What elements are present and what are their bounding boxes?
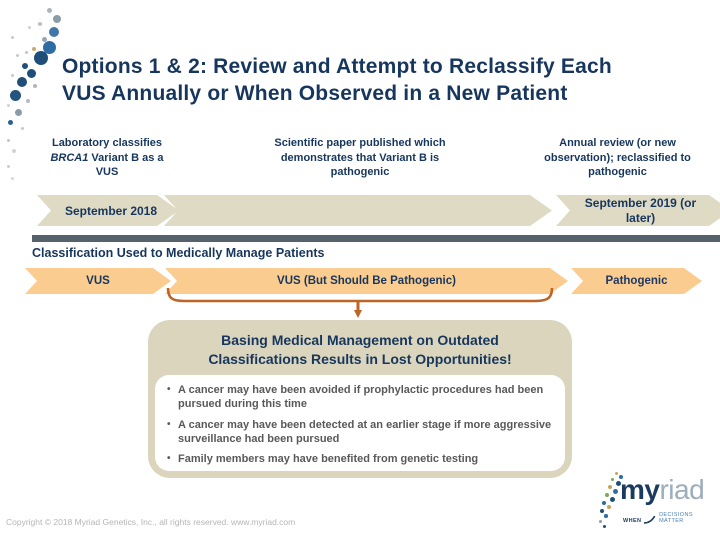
brace-bracket xyxy=(166,287,554,318)
decorative-dot xyxy=(14,108,22,116)
logo-tagline-decisions-matter: DECISIONS MATTER xyxy=(659,512,693,524)
decorative-dot xyxy=(12,149,16,153)
decorative-dot xyxy=(608,485,612,489)
slide-title: Options 1 & 2: Review and Attempt to Rec… xyxy=(62,55,612,105)
callout-heading: Basing Medical Management on Outdated Cl… xyxy=(208,332,512,367)
decorative-dot xyxy=(600,509,604,513)
decorative-dot xyxy=(32,47,36,51)
column-scientific-paper: Scientific paper published which demonst… xyxy=(274,137,446,179)
decorative-dot xyxy=(33,84,37,88)
callout-bullet: A cancer may have been avoided if prophy… xyxy=(165,383,557,412)
logo-wordmark: myriad xyxy=(620,474,705,505)
decorative-dot xyxy=(41,36,47,42)
callout-bullet: A cancer may have been detected at an ea… xyxy=(165,418,557,447)
logo-word-bold: my xyxy=(620,474,660,505)
decorative-dot xyxy=(7,119,13,125)
decorative-dot xyxy=(610,477,614,481)
logo-word-light: riad xyxy=(659,474,705,505)
callout-body: A cancer may have been avoided if prophy… xyxy=(155,375,565,471)
column-annual-review: Annual review (or new observation); recl… xyxy=(544,137,691,179)
decorative-dot xyxy=(607,505,611,509)
column1-text-pre: Laboratory classifies xyxy=(51,137,163,149)
timeline-separator-bar xyxy=(32,235,720,242)
decorative-dot xyxy=(49,27,59,37)
decorative-dot xyxy=(10,35,14,39)
decorative-dot xyxy=(26,68,36,78)
classification-chevron-vus-should-be-pathogenic: VUS (But Should Be Pathogenic) xyxy=(165,268,568,294)
decorative-dot xyxy=(10,176,14,180)
decorative-dot xyxy=(604,514,608,518)
timeline-chevron-middle xyxy=(164,195,552,226)
decorative-dot xyxy=(20,126,24,130)
decorative-dot xyxy=(42,40,56,54)
decorative-dot xyxy=(598,519,602,523)
classification-chevron-vus: VUS xyxy=(25,268,171,294)
lost-opportunities-callout: Basing Medical Management on Outdated Cl… xyxy=(148,320,572,478)
logo-tagline: WHEN DECISIONS MATTER xyxy=(623,512,718,524)
timeline-chevron-september-2019: September 2019 (or later) xyxy=(556,195,720,226)
gene-name: BRCA1 xyxy=(50,151,89,164)
decorative-dot xyxy=(605,493,609,497)
timeline-chevron-september-2018: September 2018 xyxy=(37,195,179,226)
decorative-dot xyxy=(614,471,618,475)
decorative-dot xyxy=(619,475,623,479)
copyright-text: Copyright © 2018 Myriad Genetics, Inc., … xyxy=(6,517,296,527)
decorative-dot xyxy=(9,89,21,101)
decorative-dot xyxy=(609,496,615,502)
decorative-dot xyxy=(612,488,618,494)
decorative-dot xyxy=(6,103,10,107)
classification-chevron-pathogenic: Pathogenic xyxy=(571,268,702,294)
decorative-dot xyxy=(6,164,10,168)
logo-tagline-when: WHEN xyxy=(623,518,642,524)
decorative-dot xyxy=(24,50,28,54)
decorative-dot xyxy=(10,73,14,77)
decorative-dot xyxy=(602,501,606,505)
decorative-dot xyxy=(615,480,621,486)
logo-swoosh-icon xyxy=(644,515,656,524)
decorative-dot xyxy=(17,77,27,87)
decorative-dot xyxy=(27,25,31,29)
decorative-dot xyxy=(46,7,52,13)
myriad-logo: myriad WHEN DECISIONS MATTER xyxy=(594,470,718,536)
decorative-dot xyxy=(22,63,28,69)
decorative-dot xyxy=(34,51,48,65)
decorative-dot xyxy=(53,15,61,23)
decorative-dot xyxy=(6,138,10,142)
column-laboratory-classifies: Laboratory classifies BRCA1 Variant B as… xyxy=(45,136,169,180)
callout-bullet: Family members may have benefited from g… xyxy=(165,452,557,466)
decorative-dot xyxy=(38,22,42,26)
decorative-dot xyxy=(26,99,30,103)
column1-text-post: Variant B as a VUS xyxy=(88,151,164,179)
classification-heading: Classification Used to Medically Manage … xyxy=(32,246,325,260)
decorative-dot xyxy=(15,53,19,57)
decorative-dot xyxy=(602,524,606,528)
